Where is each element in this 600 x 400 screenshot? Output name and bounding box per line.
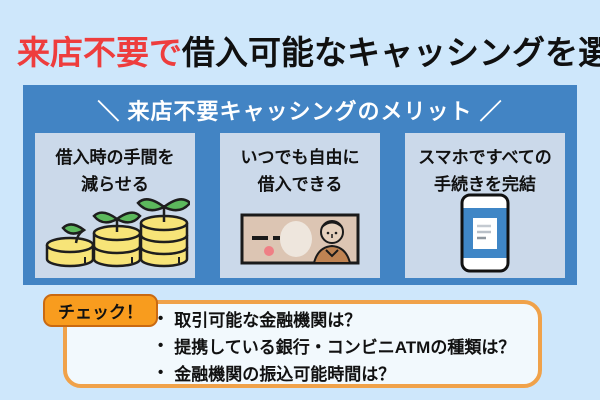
coin-stacks-with-sprouts-icon	[45, 198, 190, 268]
check-items: • 取引可能な金融機関は？ • 提携している銀行・コンビニATMの種類は？ • …	[158, 305, 515, 386]
bullet-icon: •	[158, 364, 164, 381]
merit-card-text: いつでも自由に 借入できる	[240, 148, 360, 195]
banknote-icon	[240, 213, 360, 265]
check-item: • 提携している銀行・コンビニATMの種類は？	[158, 332, 515, 359]
bullet-icon: •	[158, 337, 164, 354]
bullet-icon: •	[158, 310, 164, 327]
title-highlight: 来店不要で	[17, 34, 182, 71]
title-rest: 借入可能なキャッシングを選ぶ	[182, 34, 600, 71]
merit-card-less-effort: 借入時の手間を 減らせる	[35, 133, 195, 278]
check-item: • 金融機関の振込可能時間は？	[158, 359, 515, 386]
check-item: • 取引可能な金融機関は？	[158, 305, 515, 332]
merits-panel-header: ＼ 来店不要キャッシングのメリット ／	[97, 99, 503, 124]
check-badge: チェック！	[43, 294, 158, 327]
merit-card-text: 借入時の手間を 減らせる	[55, 148, 175, 195]
merits-panel: ＼ 来店不要キャッシングのメリット ／ 借入時の手間を 減らせる	[23, 85, 577, 285]
merit-card-borrow-anytime: いつでも自由に 借入できる	[220, 133, 380, 278]
merit-card-text: スマホですべての 手続きを完結	[418, 148, 552, 195]
smartphone-icon	[460, 193, 510, 273]
merit-card-smartphone-complete: スマホですべての 手続きを完結	[405, 133, 565, 278]
check-item-text: 金融機関の振込可能時間は？	[174, 365, 396, 384]
page-title: 来店不要で借入可能なキャッシングを選ぶ	[17, 26, 600, 74]
check-item-text: 取引可能な金融機関は？	[174, 311, 362, 330]
check-item-text: 提携している銀行・コンビニATMの種類は？	[174, 338, 516, 357]
